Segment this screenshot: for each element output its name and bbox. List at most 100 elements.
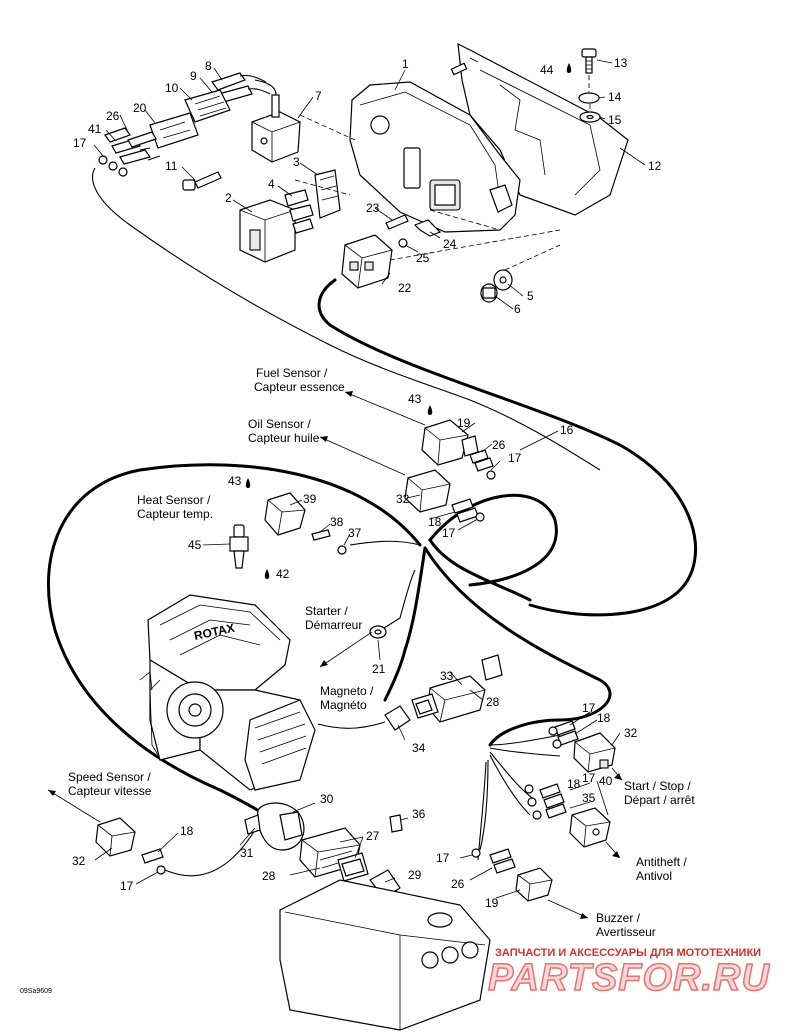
- callout-numbers: 1 2 3 4 5 6 7 8 9 10 11 12 13 14 15 16 1…: [72, 56, 662, 910]
- callout-11: 11: [165, 159, 178, 173]
- callout-17-fuel: 17: [508, 451, 522, 465]
- callout-17-oil: 17: [442, 526, 456, 540]
- callout-17-buzzer: 17: [436, 851, 450, 865]
- callout-32-start: 32: [624, 726, 638, 740]
- speed-sensor-label-fr: Capteur vitesse: [68, 784, 152, 798]
- magneto-label-fr: Magnéto: [320, 698, 367, 712]
- mounting-plate: [450, 42, 629, 216]
- callout-24: 24: [443, 237, 457, 251]
- engine: ROTAX: [139, 594, 316, 791]
- callout-7: 7: [315, 89, 322, 103]
- callout-32-oil: 32: [396, 492, 410, 506]
- speed-sensor-wire: [164, 829, 256, 877]
- callout-29: 29: [408, 868, 422, 882]
- terminals-18-antitheft: [539, 783, 567, 819]
- magneto-connector-33: [427, 654, 503, 723]
- starter-terminal-21: [369, 569, 416, 639]
- battery-box: [279, 879, 491, 1031]
- clip-24: [413, 219, 442, 237]
- oil-sensor-connector-32: [404, 469, 451, 513]
- callout-17-start: 17: [582, 701, 596, 715]
- callout-18-speed: 18: [180, 824, 194, 838]
- callout-18-start: 18: [597, 711, 611, 725]
- callout-13: 13: [614, 56, 628, 70]
- bracket-2: [239, 199, 296, 263]
- nut-17-fuel: [486, 470, 496, 480]
- callout-10: 10: [165, 81, 179, 95]
- callout-42: 42: [276, 567, 290, 581]
- seal-28-lower: [337, 852, 369, 882]
- buzzer-label-fr: Avertisseur: [596, 925, 656, 939]
- pin-23: [385, 214, 409, 230]
- heat-sensor-label-fr: Capteur temp.: [137, 507, 213, 521]
- electronic-module: [349, 81, 521, 233]
- callout-6: 6: [514, 302, 521, 316]
- component-labels: Fuel Sensor / Capteur essence Oil Sensor…: [68, 366, 695, 939]
- callout-23: 23: [366, 201, 380, 215]
- nuts-17-top: [98, 155, 128, 177]
- callout-43-fuel: 43: [408, 392, 422, 406]
- callout-16: 16: [560, 423, 574, 437]
- fuel-sensor-label-en: Fuel Sensor /: [256, 366, 328, 380]
- bolt-13: [581, 48, 597, 74]
- callout-26-fuel: 26: [492, 438, 506, 452]
- terminal-4: [284, 189, 314, 234]
- callout-43-heat: 43: [228, 474, 242, 488]
- terminal-38: [311, 529, 331, 541]
- fuel-sensor-label-fr: Capteur essence: [254, 380, 345, 394]
- heat-sensor-label-en: Heat Sensor /: [137, 493, 211, 507]
- callout-2: 2: [225, 191, 232, 205]
- terminals-26-buzzer: [489, 848, 516, 874]
- sensor-30: [244, 802, 305, 851]
- callout-20: 20: [133, 101, 147, 115]
- connector-34: [317, 705, 411, 731]
- callout-39: 39: [303, 492, 317, 506]
- nut-17-oil: [475, 512, 485, 522]
- washer-5-nut-6: [480, 269, 513, 303]
- callout-5: 5: [527, 289, 534, 303]
- callout-4: 4: [268, 177, 275, 191]
- callout-25: 25: [416, 251, 430, 265]
- terminals-26-41: [104, 127, 161, 165]
- callout-17-anti: 17: [582, 771, 596, 785]
- callout-8: 8: [205, 59, 212, 73]
- starter-label-fr: Démarreur: [305, 618, 362, 632]
- nut-17-speed: [156, 865, 166, 875]
- watermark: ЗАПЧАСТИ И АКСЕССУАРЫ ДЛЯ МОТОТЕХНИКИ PA…: [487, 947, 770, 1000]
- connector-20: [149, 112, 199, 149]
- speed-sensor-label-en: Speed Sensor /: [68, 770, 151, 784]
- callout-17-top: 17: [73, 136, 87, 150]
- callout-38: 38: [330, 515, 344, 529]
- watermark-line1: ЗАПЧАСТИ И АКСЕССУАРЫ ДЛЯ МОТОТЕХНИКИ: [495, 947, 761, 959]
- callout-9: 9: [190, 69, 197, 83]
- nut-17-anti-c: [532, 810, 542, 820]
- buzzer-connector-19: [515, 867, 553, 902]
- terminals-26-mid: [469, 449, 494, 472]
- start-stop-label-fr: Départ / arrêt: [624, 793, 695, 807]
- callout-22: 22: [398, 281, 412, 295]
- terminal-block-3: [314, 169, 341, 219]
- nut-17-start-a: [548, 726, 558, 736]
- callout-32-speed: 32: [72, 854, 86, 868]
- sealant-drop-44: [566, 63, 572, 73]
- speed-sensor-connector-32: [95, 817, 136, 857]
- sealant-drop-43: [427, 405, 433, 415]
- callout-18-oil: 18: [428, 515, 442, 529]
- callout-33: 33: [440, 669, 454, 683]
- sealant-drop-42: [264, 569, 270, 579]
- heat-sensor-connector-39: [264, 492, 306, 536]
- leader-lines: [93, 59, 646, 899]
- callout-28-lower: 28: [262, 869, 276, 883]
- start-stop-label-en: Start / Stop /: [624, 779, 691, 793]
- callout-44: 44: [540, 63, 554, 77]
- callout-28-magneto: 28: [486, 695, 500, 709]
- start-stop-connector-32: [573, 732, 616, 773]
- starter-label-en: Starter /: [305, 604, 348, 618]
- callout-1: 1: [402, 57, 409, 71]
- callout-19-fuel: 19: [457, 416, 471, 430]
- oil-sensor-label-en: Oil Sensor /: [248, 417, 311, 431]
- callout-41: 41: [88, 122, 102, 136]
- callout-12: 12: [648, 159, 662, 173]
- nut-17-anti-b: [527, 797, 537, 807]
